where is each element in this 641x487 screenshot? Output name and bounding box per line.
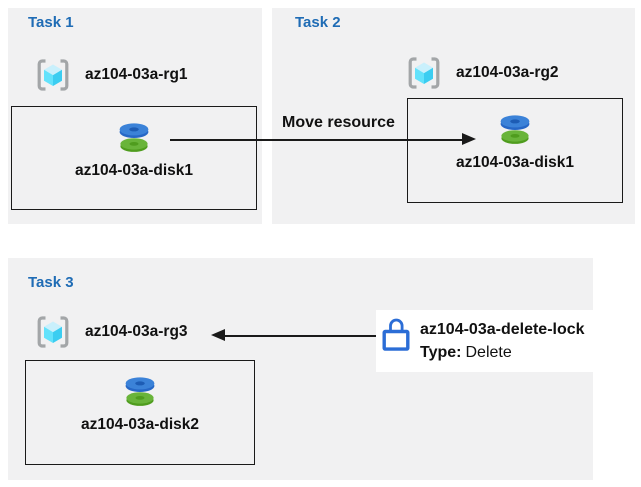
move-resource-arrowhead xyxy=(462,133,476,145)
delete-lock-name: az104-03a-delete-lock xyxy=(420,321,585,338)
task-3-title: Task 3 xyxy=(28,274,74,291)
task-2-disk-label: az104-03a-disk1 xyxy=(455,154,575,171)
task-3-disk-label: az104-03a-disk2 xyxy=(80,416,200,433)
delete-lock-type: Type:Delete xyxy=(420,341,585,364)
move-resource-label: Move resource xyxy=(282,114,395,131)
task-2-panel: Task 2 az104-03a-rg2 xyxy=(272,8,635,224)
resource-group-icon xyxy=(34,56,72,94)
task-1-resource-box: az104-03a-disk1 xyxy=(11,106,257,210)
task-1-resource-group: az104-03a-rg1 xyxy=(34,56,188,94)
task-1-title: Task 1 xyxy=(28,14,74,31)
task-3-resource-group: az104-03a-rg3 xyxy=(34,313,188,351)
task-1-panel: Task 1 az104-03a-rg1 xyxy=(8,8,262,224)
delete-lock-text: az104-03a-delete-lock Type:Delete xyxy=(420,315,585,364)
task-2-title: Task 2 xyxy=(295,14,341,31)
task-2-resource-group: az104-03a-rg2 xyxy=(405,54,559,92)
delete-lock-callout: az104-03a-delete-lock Type:Delete xyxy=(376,310,632,372)
task-3-resource-group-label: az104-03a-rg3 xyxy=(85,323,188,340)
task-1-resource-group-label: az104-03a-rg1 xyxy=(85,66,188,83)
delete-lock-arrow-line xyxy=(224,335,378,337)
delete-lock-type-label: Type: xyxy=(420,344,462,361)
disk-icon xyxy=(116,119,152,155)
task-2-resource-box: az104-03a-disk1 xyxy=(407,98,623,203)
task-1-disk-label: az104-03a-disk1 xyxy=(74,162,194,179)
task-2-resource-group-label: az104-03a-rg2 xyxy=(456,64,559,81)
delete-lock-arrowhead xyxy=(211,329,225,341)
resource-group-icon xyxy=(34,313,72,351)
delete-lock-type-value: Delete xyxy=(465,344,512,361)
task-3-resource-box: az104-03a-disk2 xyxy=(25,360,255,465)
move-resource-arrow-line xyxy=(170,139,462,141)
disk-icon xyxy=(122,373,158,409)
resource-group-icon xyxy=(405,54,443,92)
disk-icon xyxy=(497,111,533,147)
lock-icon xyxy=(381,315,411,353)
